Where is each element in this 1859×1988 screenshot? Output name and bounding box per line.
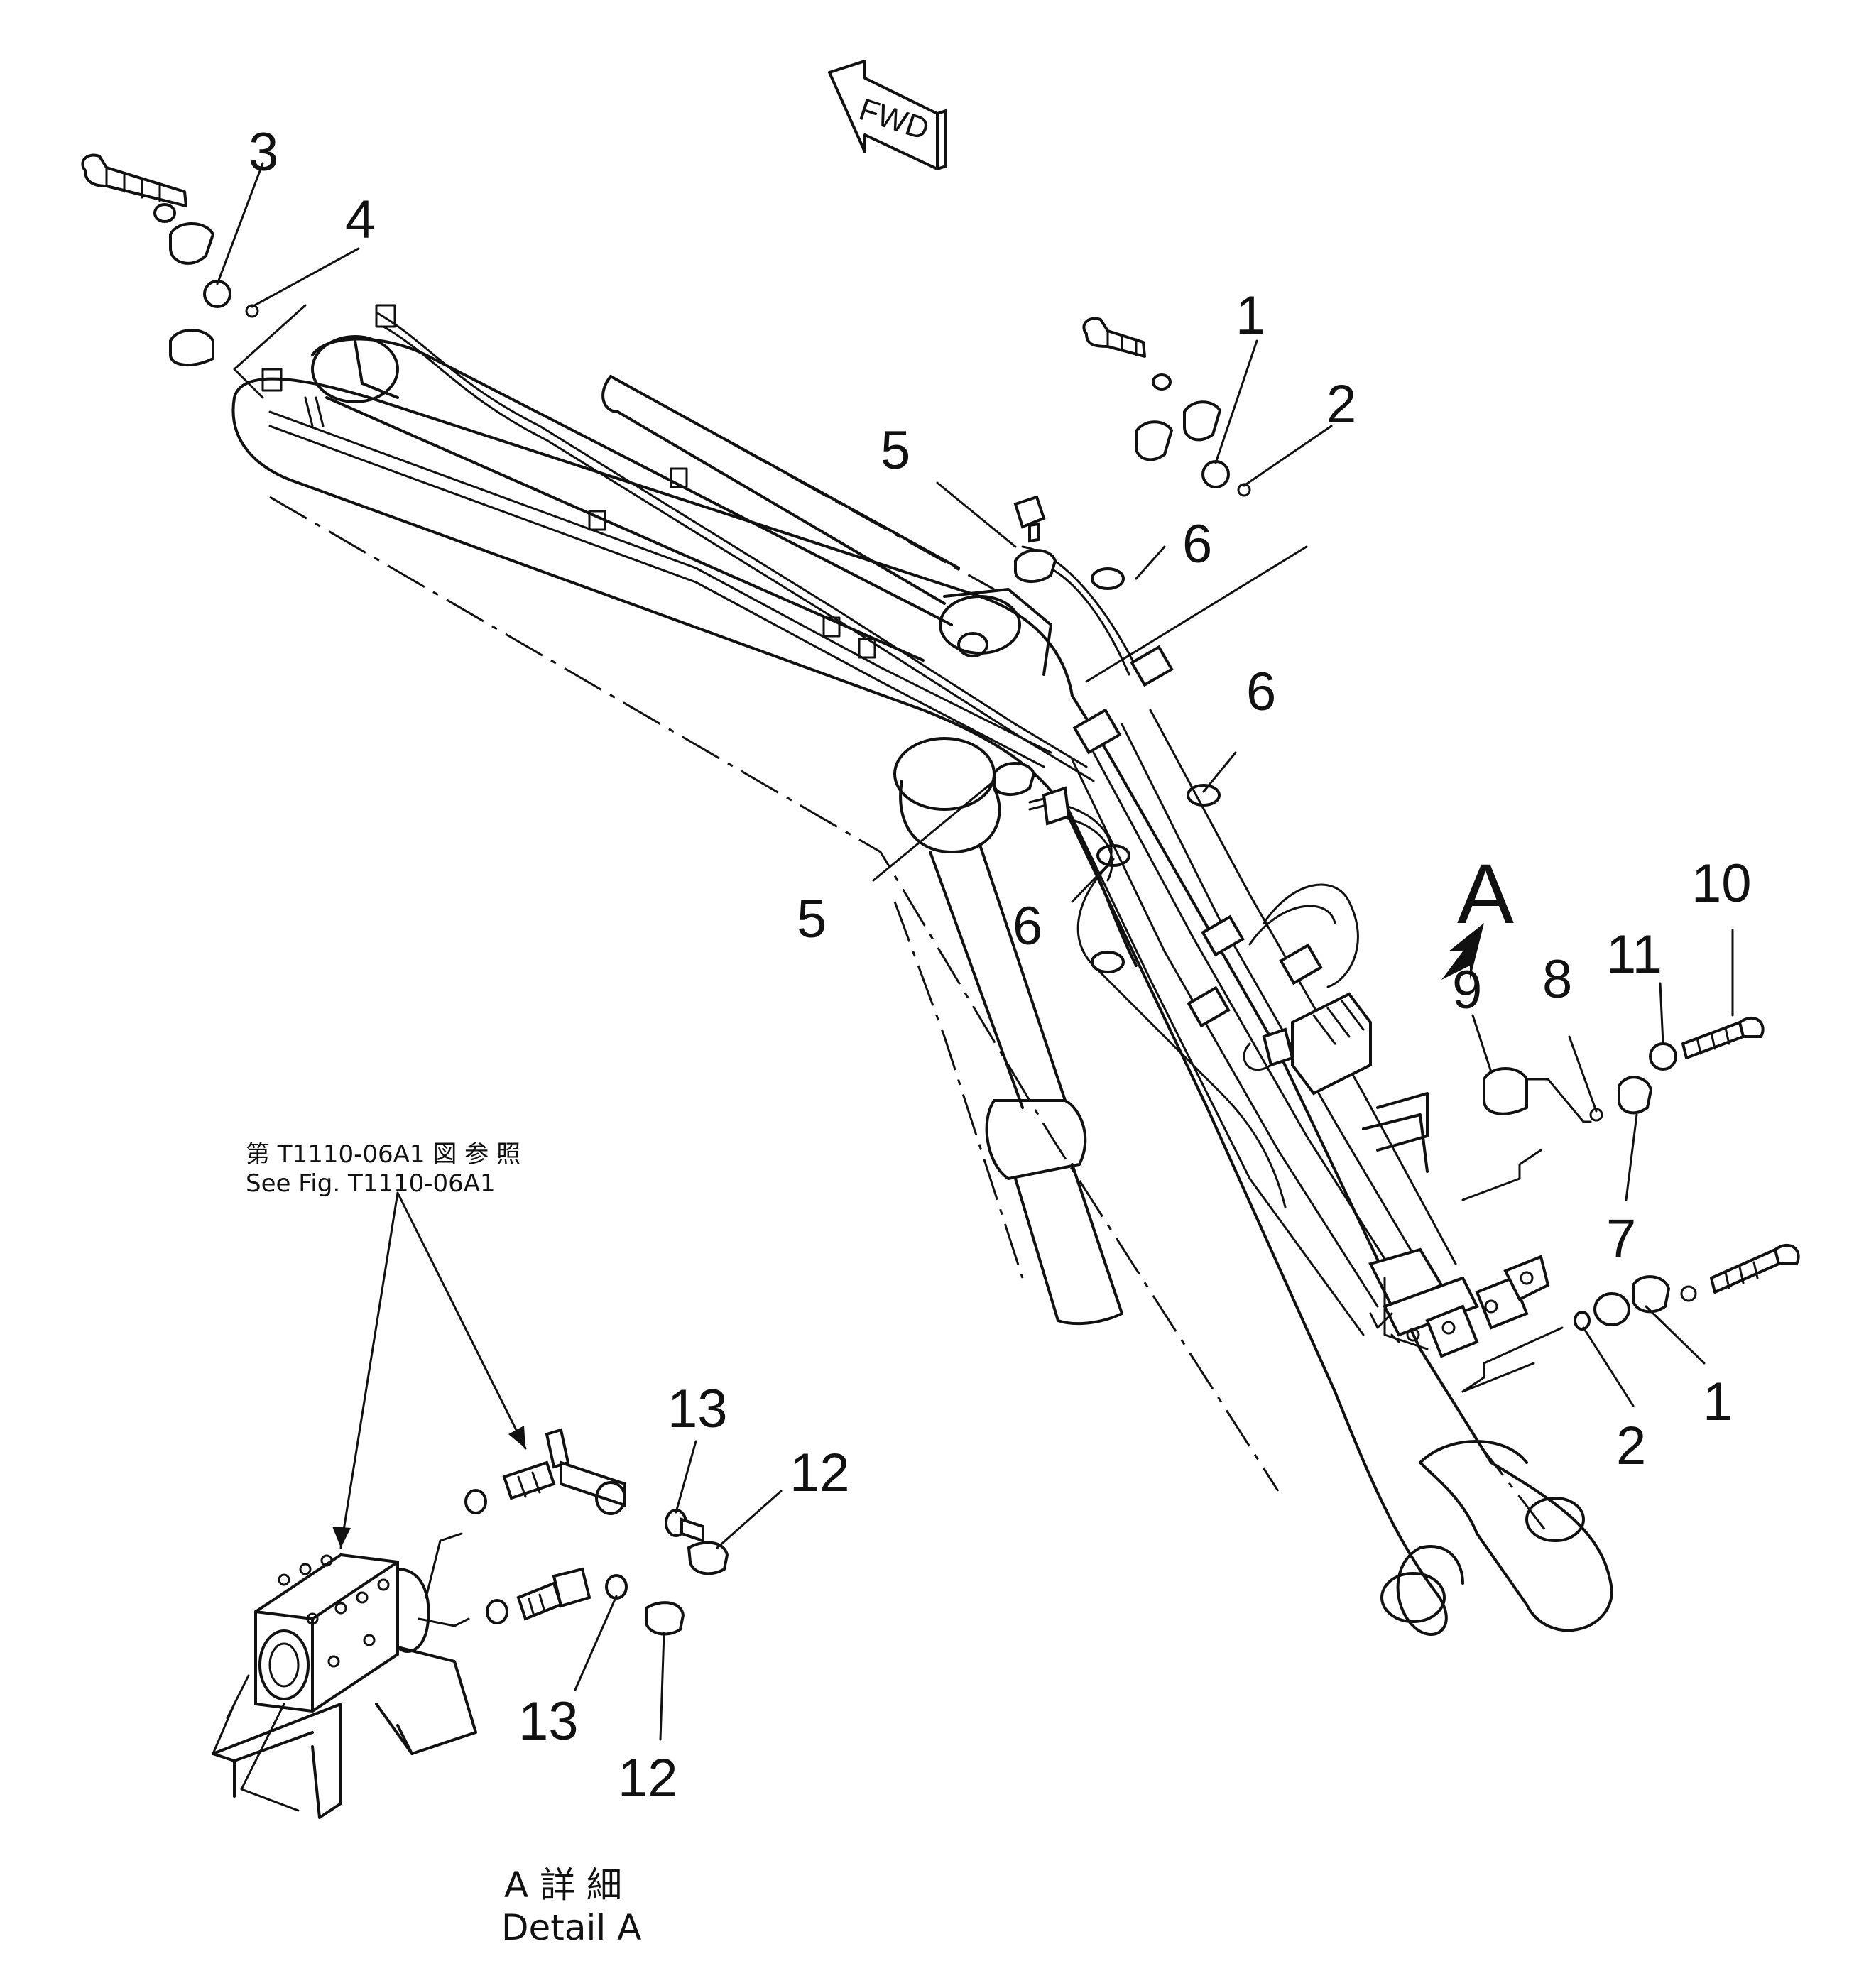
callout-7: 7 [1606, 1208, 1636, 1269]
flange-group-top-right [1082, 317, 1308, 683]
flange-group-top-left [81, 153, 307, 399]
callout-8: 8 [1542, 949, 1572, 1010]
callout-6-upper: 6 [1182, 514, 1212, 574]
reference-note-en: See Fig. T1110-06A1 [246, 1169, 496, 1198]
reference-note: 第 T1110-06A1 図 参 照 See Fig. T1110-06A1 [246, 1140, 520, 1198]
nut-fittings [993, 495, 1071, 826]
view-a-arrow [1441, 923, 1484, 980]
callout-10: 10 [1691, 853, 1752, 914]
leader-lines [216, 162, 1734, 1741]
tube-clamps-arm [1072, 567, 1429, 1173]
detail-a-valve [212, 1191, 729, 1819]
callout-13-lower: 13 [518, 1691, 579, 1752]
callout-12-lower: 12 [618, 1748, 678, 1808]
callout-1-lower: 1 [1703, 1372, 1733, 1432]
callout-5-top: 5 [881, 420, 910, 481]
view-a-label: A [1457, 846, 1514, 941]
callout-2-top: 2 [1326, 374, 1356, 435]
callout-12-upper: 12 [790, 1443, 850, 1503]
callout-6-lower: 6 [1013, 896, 1042, 956]
callout-labels: 3 4 1 2 5 6 6 5 6 A 9 8 11 10 7 1 2 13 1… [249, 122, 1752, 1808]
callout-5-lower: 5 [797, 889, 827, 949]
callout-11: 11 [1606, 924, 1662, 985]
arm-assembly [231, 377, 1613, 1636]
reference-note-jp: 第 T1110-06A1 図 参 照 [246, 1140, 520, 1169]
callout-13-upper: 13 [667, 1379, 728, 1439]
flange-group-right [1461, 1017, 1800, 1393]
bucket-cylinder [311, 335, 960, 662]
centerlines [269, 375, 1549, 1534]
callout-9: 9 [1452, 960, 1482, 1020]
callout-2-lower: 2 [1616, 1416, 1646, 1476]
hydraulic-tubes [261, 304, 1457, 1336]
callout-6-middle: 6 [1246, 662, 1276, 722]
fwd-label: FWD [855, 92, 933, 147]
fwd-arrow: FWD [828, 60, 947, 170]
callout-4: 4 [345, 190, 375, 250]
callout-3: 3 [249, 122, 278, 182]
boom-cylinder [893, 737, 1123, 1326]
tube-end-fittings [1368, 1247, 1550, 1358]
detail-caption: A 詳 細 Detail A [501, 1864, 641, 1948]
callout-1-top: 1 [1236, 285, 1265, 346]
detail-caption-en: Detail A [501, 1907, 641, 1948]
detail-caption-jp: A 詳 細 [504, 1864, 622, 1906]
